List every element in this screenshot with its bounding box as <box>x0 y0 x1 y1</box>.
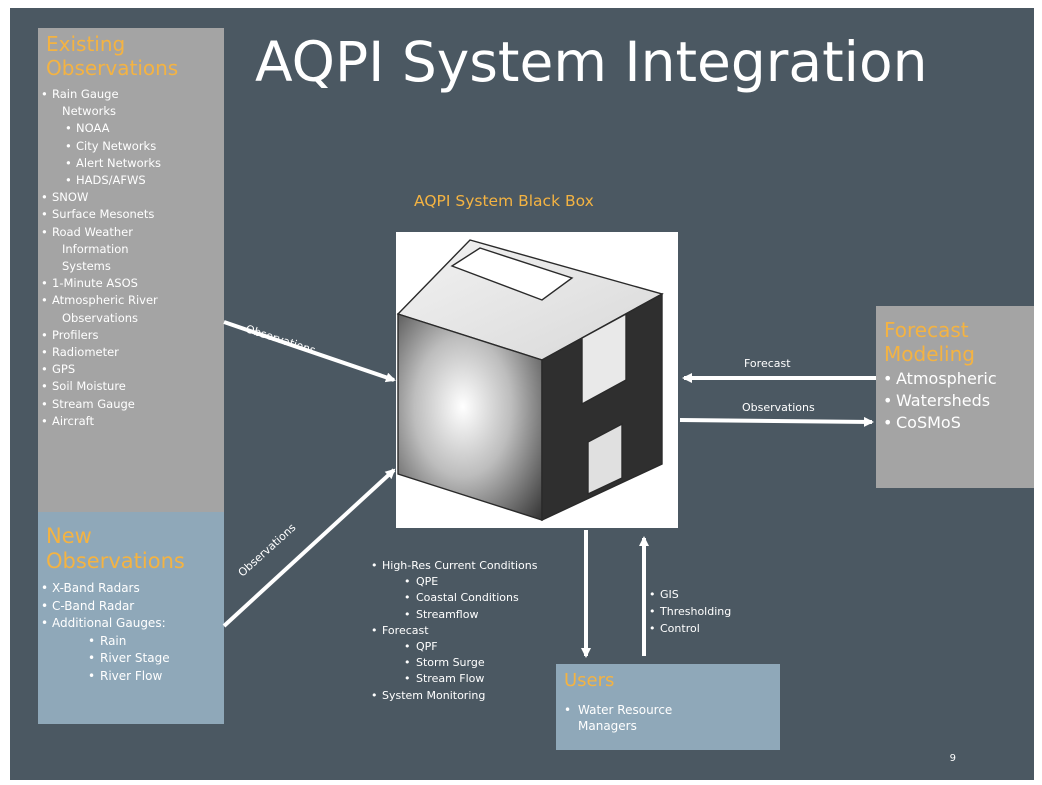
list-item: Systems <box>62 259 111 274</box>
arrow-label-observations-out: Observations <box>742 401 815 414</box>
list-item: River Flow <box>38 668 224 686</box>
list-item: Atmospheric River <box>38 292 224 309</box>
forecast-modeling-list: AtmosphericWatershedsCoSMoS <box>876 368 1034 434</box>
list-item: 1-Minute ASOS <box>38 275 224 292</box>
arrow-box-to-model <box>679 416 874 427</box>
list-item: Stream Flow <box>368 671 537 687</box>
list-item: CoSMoS <box>880 412 1034 434</box>
forecast-modeling-title: Forecast Modeling <box>884 318 975 366</box>
cube-tape-right-upper <box>581 312 627 406</box>
list-item: High-Res Current Conditions <box>368 558 537 574</box>
list-item: QPF <box>368 639 537 655</box>
new-observations-list: X-Band RadarsC-Band RadarAdditional Gaug… <box>38 580 224 685</box>
list-item: Thresholding <box>646 603 731 620</box>
inputs-list: GISThresholdingControl <box>646 586 731 637</box>
black-box-cube <box>396 239 664 522</box>
list-item: Information <box>62 241 129 256</box>
list-item: Water Resource Managers <box>556 702 728 734</box>
list-item: Rain Gauge <box>38 86 224 103</box>
list-item: City Networks <box>38 138 224 155</box>
arrow-label-forecast: Forecast <box>744 357 791 370</box>
list-item: Control <box>646 620 731 637</box>
list-item: Road Weather <box>38 224 224 241</box>
diagram-graphics <box>222 232 876 658</box>
list-item: Rain <box>38 633 224 651</box>
list-item: Coastal Conditions <box>368 590 537 606</box>
existing-observations-panel: Existing Observations Rain GaugeNetworks… <box>38 28 224 512</box>
slide: Existing Observations Rain GaugeNetworks… <box>10 8 1034 780</box>
list-item: Soil Moisture <box>38 378 224 395</box>
arrow-existing-to-box <box>223 320 396 383</box>
list-item: Profilers <box>38 327 224 344</box>
list-item: GPS <box>38 361 224 378</box>
black-box-title: AQPI System Black Box <box>414 192 594 210</box>
users-list: Water Resource Managers <box>556 702 780 734</box>
cube-tape-right-lower <box>587 422 623 496</box>
list-item: X-Band Radars <box>38 580 224 598</box>
list-item: Stream Gauge <box>38 396 224 413</box>
outputs-list-block: High-Res Current ConditionsQPECoastal Co… <box>368 558 537 704</box>
list-item: Observations <box>62 310 139 325</box>
list-item: System Monitoring <box>368 688 537 704</box>
list-item: GIS <box>646 586 731 603</box>
list-item: QPE <box>368 574 537 590</box>
arrow-new-to-box <box>222 468 396 628</box>
list-item: Surface Mesonets <box>38 206 224 223</box>
existing-observations-list: Rain GaugeNetworksNOAACity NetworksAlert… <box>38 86 224 430</box>
list-item: Additional Gauges: <box>38 615 224 633</box>
users-title: Users <box>564 670 615 691</box>
list-item: Forecast <box>368 623 537 639</box>
existing-observations-title: Existing Observations <box>46 32 179 80</box>
cube-tape-top <box>450 247 574 301</box>
list-item: Networks <box>62 104 117 119</box>
list-item: Storm Surge <box>368 655 537 671</box>
outputs-list: High-Res Current ConditionsQPECoastal Co… <box>368 558 537 704</box>
list-item: Watersheds <box>880 390 1034 412</box>
slide-title: AQPI System Integration <box>255 30 928 94</box>
new-observations-title: New Observations <box>46 524 185 573</box>
new-observations-panel: New Observations X-Band RadarsC-Band Rad… <box>38 512 224 724</box>
forecast-modeling-panel: Forecast Modeling AtmosphericWatershedsC… <box>876 306 1034 488</box>
list-item: Streamflow <box>368 607 537 623</box>
inputs-list-block: GISThresholdingControl <box>646 586 731 637</box>
list-item: Aircraft <box>38 413 224 430</box>
list-item: C-Band Radar <box>38 598 224 616</box>
list-item: Atmospheric <box>880 368 1034 390</box>
list-item: NOAA <box>38 120 224 137</box>
list-item: HADS/AFWS <box>38 172 224 189</box>
page-number: 9 <box>949 753 956 764</box>
users-panel: Users Water Resource Managers <box>556 664 780 750</box>
list-item: River Stage <box>38 650 224 668</box>
list-item: Radiometer <box>38 344 224 361</box>
list-item: Alert Networks <box>38 155 224 172</box>
list-item: SNOW <box>38 189 224 206</box>
